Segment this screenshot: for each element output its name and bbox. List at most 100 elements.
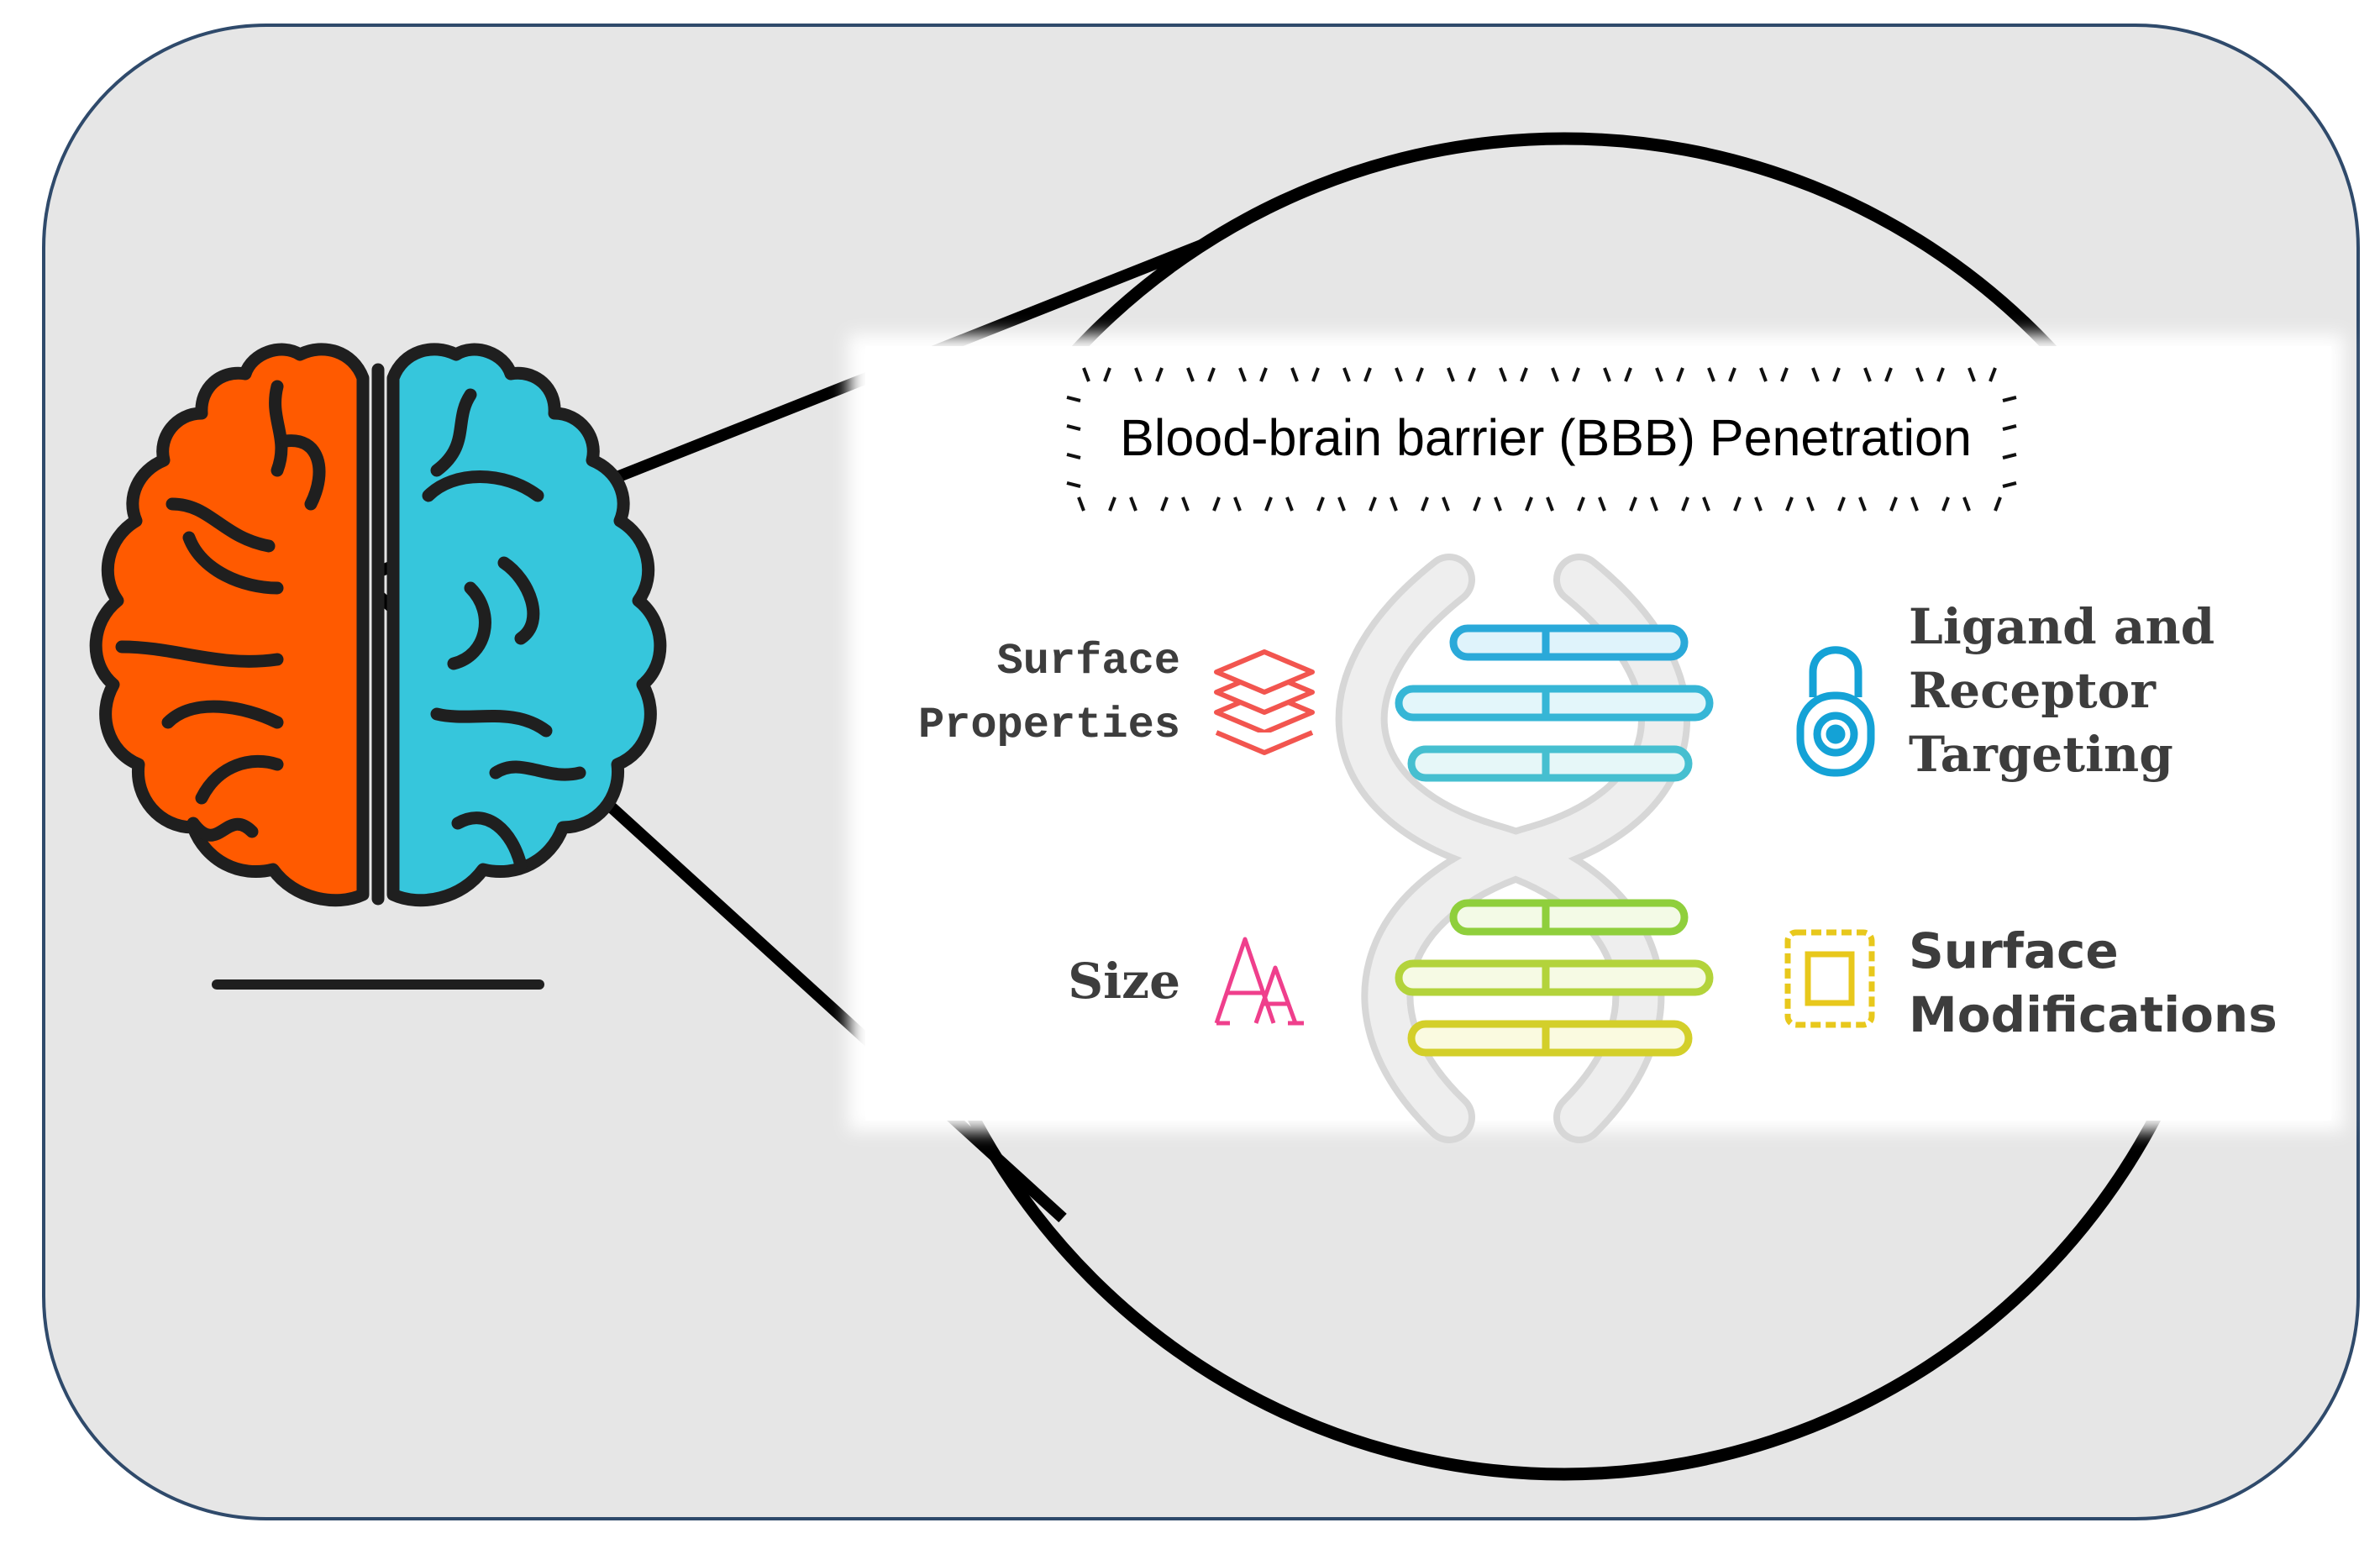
title-box-dash — [1311, 367, 1320, 382]
title-box-dash — [1337, 496, 1346, 512]
title-box — [1066, 367, 2017, 512]
stamp-frame-icon — [1784, 929, 1875, 1028]
title-box-dash — [1968, 367, 1976, 382]
title-box-dash — [1837, 496, 1846, 512]
title-box-dash — [1754, 496, 1763, 512]
title-box-dash — [1342, 367, 1351, 382]
title-box-dash — [2002, 453, 2017, 459]
title-box-dash — [1155, 367, 1164, 382]
title-box-dash — [1936, 367, 1945, 382]
title-box-dash — [1395, 367, 1403, 382]
title-box-dash — [1290, 367, 1299, 382]
title-box-dash — [1066, 453, 1081, 459]
title-box-dash — [1447, 367, 1455, 382]
padlock-icon — [1796, 646, 1875, 777]
title-box-dash — [2002, 424, 2017, 431]
title-box-dash — [1962, 496, 1971, 512]
title-box-dash — [1858, 496, 1867, 512]
title-box-dash — [1551, 367, 1559, 382]
label-surface-modifications: Surface Modifications — [1909, 919, 2278, 1047]
title-box-dash — [1238, 367, 1247, 382]
label-size: Size — [1068, 953, 1180, 1010]
title-box-dash — [1468, 367, 1476, 382]
label-ligand-line1: Ligand and — [1909, 598, 2215, 655]
title-box-dash — [1259, 367, 1268, 382]
title-box-dashes — [1066, 367, 2017, 512]
title-box-dash — [1707, 367, 1715, 382]
title-box-dash — [1264, 496, 1273, 512]
title-box-dash — [1160, 496, 1169, 512]
label-surface-properties-line2: Properties — [917, 701, 1180, 750]
title-box-dash — [1759, 367, 1768, 382]
title-box-dash — [1066, 396, 1081, 402]
title-box-dash — [1316, 496, 1325, 512]
title-box-dash — [1676, 367, 1684, 382]
title-box-dash — [1915, 367, 1924, 382]
title-box-dash — [1989, 367, 1997, 382]
label-surface-properties: Surface Properties — [840, 630, 1180, 758]
label-surface-mod-line2: Modifications — [1909, 986, 2278, 1043]
font-size-icon — [1214, 937, 1304, 1026]
title-box-dash — [1082, 367, 1090, 382]
title-box-dash — [1473, 496, 1481, 512]
title-box-dash — [1520, 367, 1528, 382]
title-box-dash — [1103, 367, 1111, 382]
title-box-dash — [1207, 367, 1216, 382]
title-box-dash — [1285, 496, 1294, 512]
label-surface-mod-line1: Surface — [1909, 922, 2119, 979]
title-box-dash — [1832, 367, 1841, 382]
title-box-dash — [1369, 496, 1377, 512]
dna-helix-icon — [1335, 554, 1714, 1143]
title-box-dash — [1681, 496, 1689, 512]
title-box-dash — [1702, 496, 1710, 512]
label-ligand-line2: Receptor — [1909, 662, 2156, 719]
title-box-dash — [1650, 496, 1658, 512]
title-box-dash — [1134, 367, 1143, 382]
title-box-dash — [1233, 496, 1242, 512]
title-box-dash — [1624, 367, 1632, 382]
title-box-dash — [1733, 496, 1742, 512]
title-box-dash — [1186, 367, 1195, 382]
title-box-dash — [1785, 496, 1794, 512]
title-box-dash — [1728, 367, 1736, 382]
title-box-dash — [1416, 367, 1424, 382]
title-box-dash — [1499, 367, 1507, 382]
title-box-dash — [1108, 496, 1116, 512]
title-box-dash — [1941, 496, 1950, 512]
label-ligand-targeting: Ligand and Receptor Targeting — [1909, 595, 2215, 786]
title-box-dash — [1884, 367, 1893, 382]
title-box-dash — [1077, 496, 1085, 512]
title-box-dash — [1603, 367, 1611, 382]
title-box-dash — [1629, 496, 1637, 512]
title-box-dash — [1889, 496, 1898, 512]
title-box-dash — [1598, 496, 1606, 512]
title-box-dash — [1442, 496, 1450, 512]
stacked-layers-icon — [1214, 649, 1315, 755]
title-box-dash — [1066, 424, 1081, 431]
title-box-dash — [1806, 496, 1815, 512]
title-text: Blood-brain barrier (BBB) Penetration — [1120, 409, 1972, 466]
brain-icon — [89, 343, 667, 990]
title-box-dash — [1811, 367, 1820, 382]
title-box-dash — [1910, 496, 1919, 512]
title-box-dash — [1066, 481, 1081, 488]
label-ligand-line3: Targeting — [1909, 726, 2173, 783]
title-box-dash — [1363, 367, 1372, 382]
title-box-dash — [1390, 496, 1398, 512]
brain-left-hemisphere — [89, 343, 370, 907]
label-surface-properties-line1: Surface — [996, 637, 1180, 686]
title-box-dash — [1994, 496, 2002, 512]
title-box-dash — [1546, 496, 1554, 512]
title-box-dash — [1212, 496, 1221, 512]
title-box-dash — [1421, 496, 1429, 512]
title-box-dash — [1780, 367, 1789, 382]
title-box-dash — [1494, 496, 1502, 512]
title-box-dash — [1525, 496, 1533, 512]
title-box-dash — [1655, 367, 1663, 382]
title-box-dash — [1181, 496, 1190, 512]
title-box-dash — [1129, 496, 1137, 512]
title-box-dash — [2002, 396, 2017, 402]
title-box-dash — [1572, 367, 1580, 382]
